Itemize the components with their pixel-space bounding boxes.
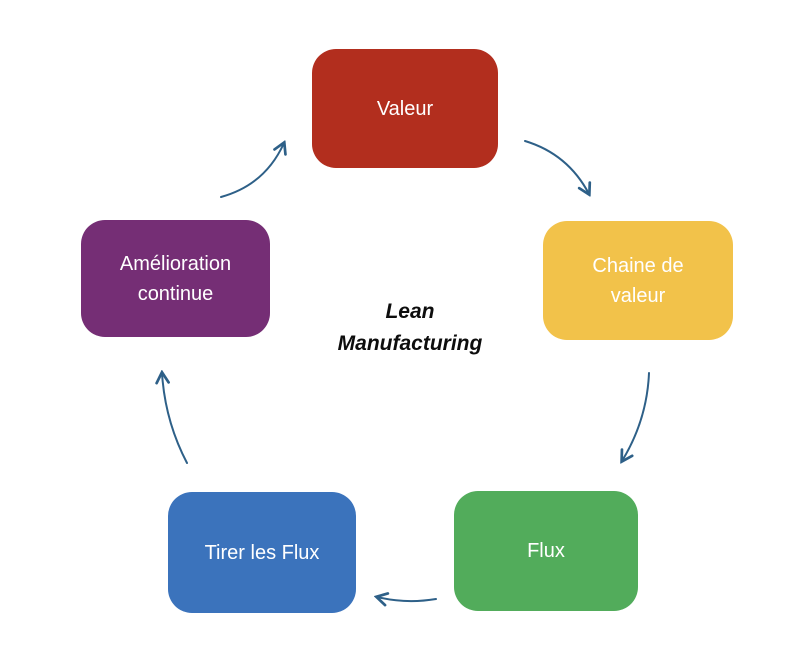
- node-flux-label: Flux: [527, 540, 565, 562]
- node-tirer-les-flux: Tirer les Flux: [168, 492, 356, 613]
- node-chaine-de-valeur: Chaine de valeur: [543, 221, 733, 340]
- arrow-valeur-to-chaine: [524, 140, 589, 194]
- node-chaine-de-valeur-label: Chaine de valeur: [592, 254, 684, 307]
- diagram-title-line-1: Lean: [385, 300, 435, 323]
- node-flux: Flux: [454, 491, 638, 611]
- arrow-tirer-to-amelioration: [162, 373, 188, 464]
- node-valeur-label: Valeur: [376, 97, 434, 120]
- node-amelioration-continue: Amélioration continue: [81, 220, 270, 337]
- node-amelioration-continue-label: Amélioration continue: [119, 252, 232, 305]
- diagram-title: Lean Manufacturing: [290, 296, 530, 359]
- node-tirer-les-flux-label: Tirer les Flux: [204, 541, 320, 564]
- arrow-amelioration-to-valeur: [220, 143, 284, 198]
- arrow-flux-to-tirer: [377, 597, 437, 601]
- diagram-title-line-2: Manufacturing: [337, 331, 483, 355]
- arrow-chaine-to-flux: [622, 372, 650, 461]
- node-valeur: Valeur: [312, 49, 498, 168]
